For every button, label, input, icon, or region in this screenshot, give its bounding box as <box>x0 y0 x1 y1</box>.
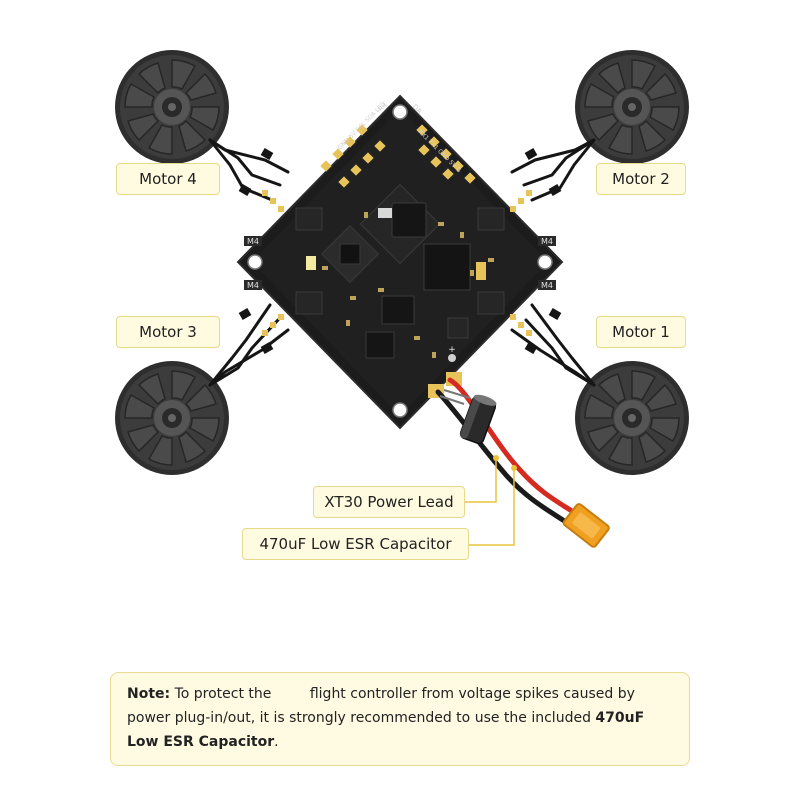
motor-4 <box>114 49 230 165</box>
motor-3 <box>114 360 230 476</box>
note-prefix: Note: <box>127 686 171 702</box>
pad-label-left-lower: M4 <box>247 281 259 290</box>
pad-label-left-upper: M4 <box>247 237 259 246</box>
label-xt30-power-lead: XT30 Power Lead <box>313 486 465 518</box>
pad-label-right-lower: M4 <box>541 281 553 290</box>
pad-label-right-upper: M4 <box>541 237 553 246</box>
motor-1 <box>574 360 690 476</box>
note-box: Note: To protect the flight controller f… <box>110 672 690 766</box>
motor-wires <box>208 138 596 387</box>
note-text-part1: To protect the <box>174 686 272 702</box>
leader-lines <box>465 458 515 546</box>
note-text-part2: flight controller from voltage spikes ca… <box>127 686 635 726</box>
label-motor-4: Motor 4 <box>116 163 220 195</box>
flight-controller-board: M4 M4 M4 M4 R4 DA GND 5V SCL SDA LED RX1… <box>236 94 564 430</box>
note-emphasis: 470uF Low ESR Capacitor <box>127 710 645 750</box>
label-motor-3: Motor 3 <box>116 316 220 348</box>
wire-connectors <box>238 148 562 354</box>
note-end: . <box>274 734 279 750</box>
low-esr-capacitor <box>439 389 497 445</box>
label-motor-2: Motor 2 <box>596 163 686 195</box>
motor-2 <box>574 49 690 165</box>
power-plus-marker: + <box>448 345 456 355</box>
label-motor-1: Motor 1 <box>596 316 686 348</box>
label-capacitor: 470uF Low ESR Capacitor <box>242 528 469 560</box>
